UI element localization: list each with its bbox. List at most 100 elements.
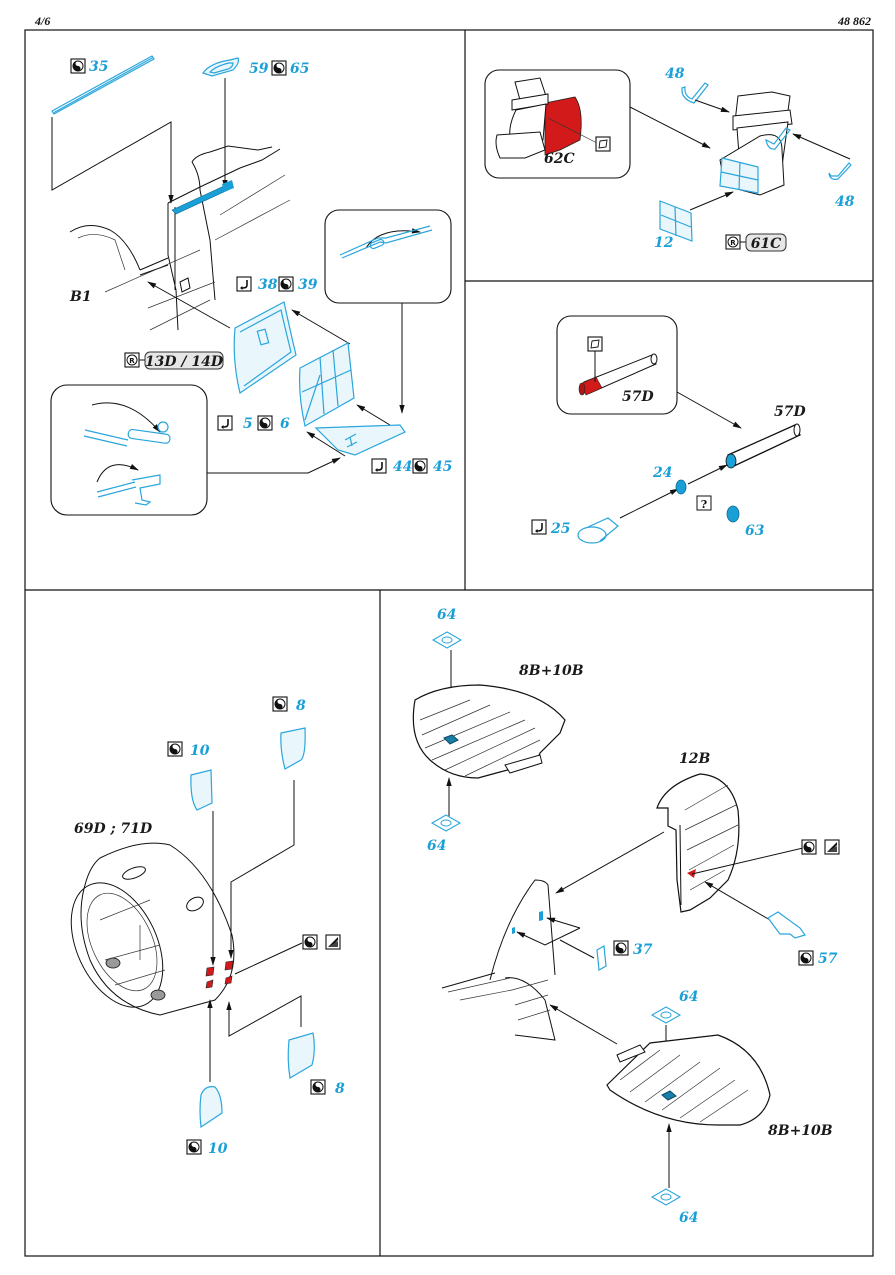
pe-part-24 (675, 479, 687, 495)
remove-plastic-icon (725, 234, 741, 250)
part-label-63: 63 (745, 523, 765, 539)
part-label-64-a: 64 (437, 607, 456, 623)
hook-icon (217, 415, 233, 431)
remove-plastic-icon (124, 352, 140, 368)
panel-engine: 8 10 69D ; 71D (70, 696, 345, 1157)
tube-main-drawing (725, 423, 801, 469)
fold-icon (412, 458, 428, 474)
fold-icon (271, 60, 287, 76)
part-label-12: 12 (654, 235, 674, 251)
part-label-24: 24 (652, 465, 672, 481)
rudder-label: 12B (679, 751, 710, 767)
detail-inset (324, 209, 452, 304)
paint-area-icon (595, 136, 611, 152)
optional-icon (696, 495, 712, 511)
kit-part-label-b1: B1 (69, 289, 92, 305)
pe-washer-64 (431, 814, 461, 832)
part-label-5: 5 (243, 416, 253, 432)
part-label-44: 44 (393, 459, 412, 475)
inset-part-label-62c: 62C (544, 151, 575, 167)
inset-part-label-57d: 57D (622, 389, 654, 405)
part-label-45: 45 (433, 459, 452, 475)
tube-inset-drawing (578, 351, 658, 396)
hinge-detail-drawing (339, 225, 433, 259)
fold-icon (302, 934, 318, 950)
fold-icon (613, 940, 629, 956)
pe-part-35 (51, 55, 155, 115)
pe-grille-8-top (280, 727, 306, 770)
stabilizer-bottom-drawing (606, 1034, 771, 1126)
part-label-25: 25 (550, 521, 570, 537)
panel-tube: 57D 57D 24 ? 63 25 (531, 315, 806, 544)
remove-ref-badge (745, 233, 787, 252)
page-number: 4/6 (35, 14, 51, 28)
fold-icon (310, 1079, 326, 1095)
stabilizer-top-drawing (412, 684, 566, 779)
part-label-64-b: 64 (427, 838, 446, 854)
fold-icon (167, 741, 183, 757)
fold-icon (257, 415, 273, 431)
pe-washer-64 (651, 1188, 681, 1206)
paint-icon (824, 839, 840, 855)
part-label-39: 39 (298, 277, 318, 293)
fold-icon (801, 839, 817, 855)
part-label-65: 65 (290, 61, 309, 77)
part-label-10-top: 10 (190, 743, 210, 759)
pe-grille-10-top (190, 769, 213, 811)
part-label-59: 59 (249, 61, 269, 77)
pe-part-48 (828, 162, 852, 180)
pe-part-63 (726, 505, 740, 523)
fold-icon (70, 58, 86, 74)
part-label-37: 37 (633, 942, 653, 958)
part-label-6: 6 (280, 416, 290, 432)
paint-icon (325, 934, 341, 950)
panel-frames (24, 29, 874, 1257)
main-part-label-57d: 57D (774, 404, 806, 420)
remove-ref-61c: 61C (751, 236, 782, 252)
fold-icon (278, 276, 294, 292)
optional-mark: ? (701, 498, 707, 511)
part-label-38: 38 (258, 277, 278, 293)
fold-icon (272, 696, 288, 712)
handle-detail-drawing (83, 402, 171, 506)
hook-icon (531, 519, 547, 535)
pe-grille-10-bottom (199, 1086, 223, 1129)
pe-part-59 (202, 57, 240, 77)
part-label-64-d: 64 (679, 1210, 698, 1226)
part-label-48-top: 48 (665, 66, 685, 82)
hook-icon (236, 276, 252, 292)
part-label-48-bottom: 48 (835, 194, 855, 210)
part-label-10-bottom: 10 (208, 1141, 228, 1157)
fin-fuselage-drawing (441, 879, 556, 1041)
part-label-35: 35 (89, 59, 108, 75)
pe-part-37 (596, 945, 607, 971)
detail-inset (556, 315, 678, 415)
paint-area-icon (587, 336, 603, 352)
pe-washer-64 (651, 1006, 681, 1024)
detail-inset (50, 384, 208, 516)
remove-ref-badge (144, 351, 224, 370)
panel-tail: 64 8B+10B 64 12B 57 (412, 607, 840, 1226)
part-label-57: 57 (818, 951, 838, 967)
part-label-8-top: 8 (296, 698, 306, 714)
pe-washer-64 (432, 631, 462, 649)
fold-icon (798, 950, 814, 966)
pe-door-panel-38 (233, 301, 297, 394)
pe-part-25 (577, 517, 619, 544)
pe-grille-12 (659, 200, 693, 242)
engine-cowling-drawing (70, 842, 235, 1016)
pe-grille-8-bottom (287, 1032, 315, 1079)
fuselage-drawing (69, 145, 291, 331)
fold-icon (186, 1139, 202, 1155)
pe-part-57 (767, 911, 806, 939)
catalog-number: 48 862 (838, 14, 871, 28)
panel-seat: 62C 48 48 12 61C (484, 66, 855, 252)
remove-ref-13d-14d: 13D / 14D (145, 354, 224, 370)
pe-part-48 (681, 82, 709, 104)
stabilizer-label-top: 8B+10B (519, 663, 584, 679)
rudder-drawing (656, 773, 740, 913)
panel-cockpit-door: 35 59 65 (50, 55, 452, 516)
pe-door-frame-5 (298, 342, 355, 427)
part-label-64-c: 64 (679, 989, 698, 1005)
